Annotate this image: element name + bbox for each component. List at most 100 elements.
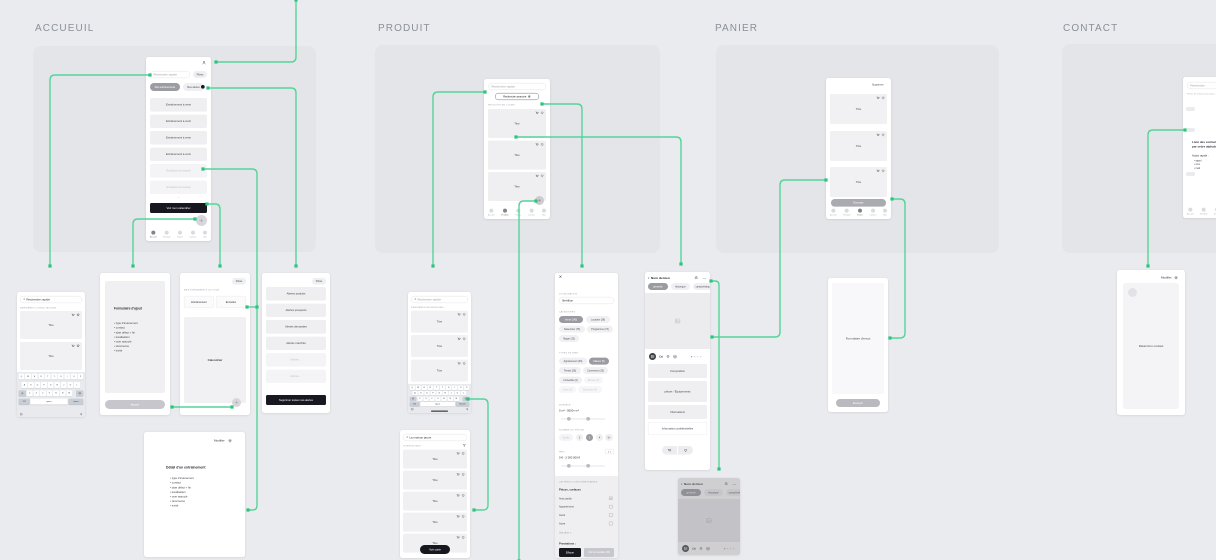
upcoming-training-item[interactable]: Entraînement à venir: [150, 114, 207, 128]
alert-item-muted[interactable]: Alertes ...: [266, 369, 326, 383]
key-E[interactable]: E: [421, 385, 428, 390]
type-pill[interactable]: Commerce (26): [583, 367, 608, 374]
key-123[interactable]: 123: [18, 398, 30, 405]
key-P[interactable]: P: [464, 385, 470, 390]
upcoming-training-item[interactable]: Entraînement à venir: [150, 147, 207, 161]
product-card[interactable]: Titre: [488, 109, 546, 138]
cart-icon[interactable]: [456, 515, 460, 519]
key-return[interactable]: return: [68, 398, 84, 405]
tab-my-trainings[interactable]: Mes entraînements: [150, 83, 180, 91]
key-N[interactable]: N: [447, 396, 453, 401]
nav-item-panier[interactable]: Panier: [857, 208, 863, 216]
key-H[interactable]: H: [442, 391, 448, 396]
see-more-link[interactable]: Voir plus ∨: [559, 531, 572, 534]
key-icon[interactable]: [462, 396, 470, 401]
alert-item[interactable]: Alertes prospects: [266, 303, 326, 317]
key-H[interactable]: H: [54, 381, 61, 389]
key-A[interactable]: A: [21, 381, 28, 389]
cart-icon[interactable]: [457, 337, 461, 341]
key-U[interactable]: U: [57, 373, 64, 380]
nav-item-produits[interactable]: Produits: [501, 208, 509, 216]
nav-item-panier[interactable]: Panier: [516, 208, 521, 216]
key-M[interactable]: M: [66, 390, 73, 397]
floating-action-button[interactable]: [682, 545, 689, 552]
cube-icon[interactable]: [673, 354, 677, 359]
tab-maintenance[interactable]: Entretien: [216, 296, 246, 308]
detail-section-button[interactable]: Composition: [648, 364, 707, 378]
key-K[interactable]: K: [67, 381, 74, 389]
nav-item-accueil[interactable]: Accueil: [1187, 207, 1193, 215]
key-Y[interactable]: Y: [439, 385, 446, 390]
key-F[interactable]: F: [41, 381, 48, 389]
back-chevron-icon[interactable]: ‹: [648, 275, 650, 281]
filters-button[interactable]: Filtres: [312, 278, 326, 285]
category-pill[interactable]: Location (38): [586, 316, 610, 323]
share-icon[interactable]: [694, 275, 698, 280]
confidential-info-button[interactable]: Information confidentielles: [648, 422, 707, 435]
alert-item[interactable]: Alertes demandes: [266, 320, 326, 334]
cart-icon[interactable]: [876, 133, 880, 137]
detail-section-button[interactable]: pièces - Équipements: [648, 381, 707, 402]
heart-icon[interactable]: [461, 452, 465, 456]
product-card[interactable]: Titre: [830, 167, 887, 197]
product-card[interactable]: Titre: [403, 470, 467, 490]
person-icon[interactable]: [202, 60, 206, 65]
range-slider[interactable]: [561, 417, 605, 421]
gear-icon[interactable]: [1174, 275, 1178, 280]
pin-icon[interactable]: [666, 354, 670, 359]
cube-icon[interactable]: [706, 546, 710, 551]
range-slider[interactable]: [561, 464, 605, 468]
mic-icon[interactable]: [80, 412, 83, 416]
rooms-pill[interactable]: 2: [576, 434, 583, 441]
slider-handle[interactable]: [567, 464, 571, 468]
nav-item-moi[interactable]: Moi: [882, 208, 887, 216]
checkbox[interactable]: [609, 504, 613, 509]
key-Y[interactable]: Y: [51, 373, 58, 380]
cart-icon[interactable]: [456, 494, 460, 498]
key-P[interactable]: P: [77, 373, 84, 380]
upcoming-training-item[interactable]: Entraînement à venir: [150, 98, 207, 112]
tab-3[interactable]: caractéristiques: [726, 489, 740, 496]
alert-item-muted[interactable]: Alertes ...: [266, 353, 326, 367]
nav-item-produits[interactable]: Produits: [1200, 207, 1207, 215]
product-card[interactable]: Titre: [488, 140, 546, 170]
checkbox[interactable]: [609, 496, 613, 501]
key-D[interactable]: D: [424, 391, 430, 396]
rooms-pill[interactable]: Studio: [559, 434, 573, 441]
product-card[interactable]: Titre: [411, 359, 468, 382]
key-Search[interactable]: Search: [455, 402, 470, 407]
key-C[interactable]: C: [429, 396, 435, 401]
product-card[interactable]: Titre: [411, 335, 468, 357]
type-pill[interactable]: Bureau (0): [584, 376, 603, 384]
key-L[interactable]: L: [73, 381, 80, 389]
key-Q[interactable]: Q: [409, 385, 415, 390]
rooms-pill[interactable]: 5+: [605, 434, 613, 441]
cart-icon[interactable]: [456, 473, 460, 477]
tab-1[interactable]: générale: [681, 489, 701, 496]
type-pill[interactable]: Entrepôts (0): [578, 386, 602, 393]
upcoming-training-item[interactable]: Entraînement à venir: [150, 131, 207, 145]
view-map-button[interactable]: Voir carte: [420, 545, 450, 554]
gear-icon[interactable]: [228, 438, 232, 443]
nav-item-produits[interactable]: Produits: [843, 208, 850, 216]
key-F[interactable]: F: [430, 391, 436, 396]
nav-item-accueil[interactable]: Accueil: [150, 230, 156, 238]
add-button[interactable]: Ajouter: [105, 400, 165, 409]
cart-icon[interactable]: [457, 313, 461, 317]
key-S[interactable]: S: [28, 381, 34, 389]
nav-item-accueil[interactable]: Accueil: [488, 208, 494, 216]
nav-item-contact[interactable]: Contact: [528, 208, 535, 216]
key-O[interactable]: O: [71, 373, 77, 380]
nav-item-panier[interactable]: Panier: [1214, 207, 1216, 215]
category-pill[interactable]: Saisonnier (75): [559, 325, 585, 333]
key-V[interactable]: V: [46, 390, 53, 397]
key-space[interactable]: space: [30, 398, 68, 405]
key-I[interactable]: I: [451, 385, 458, 390]
floating-action-button[interactable]: [196, 215, 207, 226]
calendar-area[interactable]: Calendrier: [184, 317, 246, 403]
alert-item[interactable]: Alertes produits: [266, 287, 326, 301]
key-B[interactable]: B: [53, 390, 59, 397]
detail-section-button[interactable]: Informations: [648, 405, 707, 419]
heart-icon[interactable]: [462, 337, 466, 341]
checkbox[interactable]: [609, 513, 613, 517]
